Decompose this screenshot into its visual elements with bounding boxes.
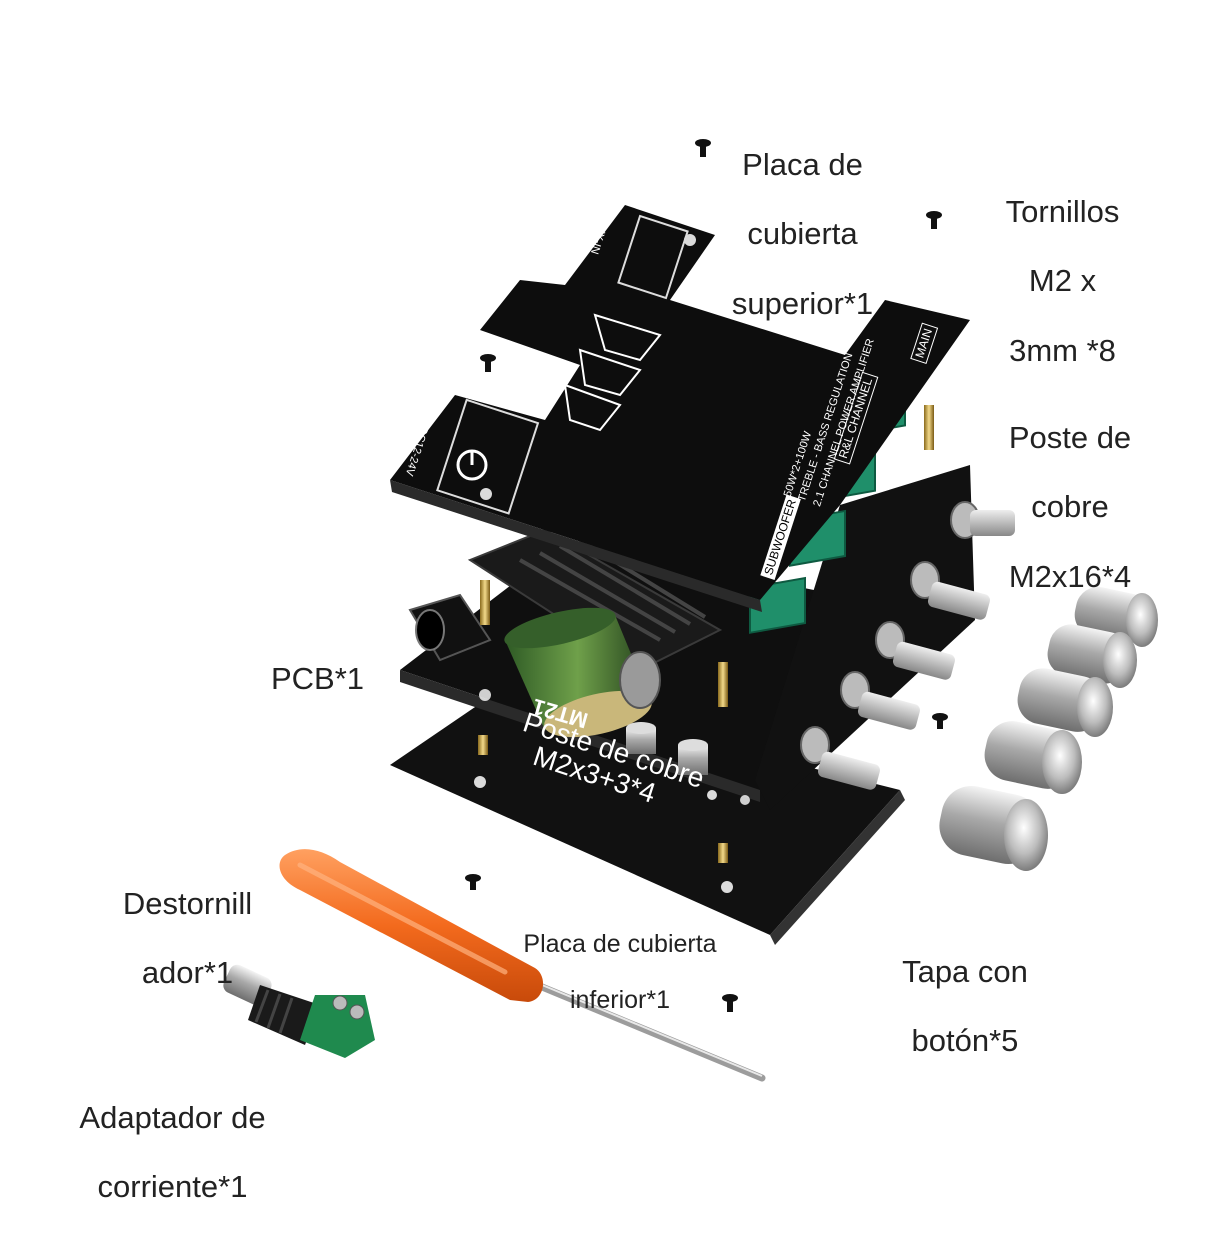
- knob-cap-4: [984, 721, 1082, 794]
- screw-6: [722, 994, 738, 1012]
- label-copper-post-long-line2: cobre: [1031, 489, 1109, 525]
- label-pcb: PCB*1: [260, 627, 375, 731]
- power-adapter: [223, 964, 375, 1058]
- label-copper-post-long-line1: Poste de: [1008, 419, 1132, 455]
- bottom-cover-plate: [390, 690, 905, 945]
- pot-shaft-1: [950, 501, 1015, 539]
- screw-2: [926, 211, 942, 229]
- label-screwdriver-line2: ador*1: [141, 955, 234, 991]
- label-top-cover-line3: superior*1: [731, 285, 874, 321]
- label-copper-post-long: Poste de cobre M2x16*4: [995, 386, 1145, 629]
- label-copper-post-long-line3: M2x16*4: [1008, 558, 1132, 594]
- label-power-adapter: Adaptador de corriente*1: [60, 1066, 285, 1240]
- copper-post-short-1: [478, 735, 488, 755]
- knob-cap-5: [939, 785, 1048, 871]
- top-cover-plate: [390, 205, 970, 612]
- label-bottom-cover: Placa de cubierta inferior*1: [505, 902, 735, 1042]
- screw-1: [695, 139, 711, 157]
- screw-3: [480, 354, 496, 372]
- small-capacitor-2: [678, 739, 708, 775]
- small-capacitor-1: [626, 722, 656, 754]
- label-screws-line1: Tornillos: [1005, 193, 1120, 229]
- label-power-adapter-line2: corriente*1: [97, 1169, 248, 1205]
- pot-shaft-5: [800, 726, 880, 790]
- label-screwdriver-line1: Destornill: [122, 885, 253, 921]
- label-top-cover-line1: Placa de: [742, 146, 863, 182]
- label-pcb-line1: PCB*1: [270, 660, 365, 696]
- knob-caps: [939, 586, 1158, 871]
- label-knob-cap: Tapa con botón*5: [885, 920, 1045, 1094]
- label-power-adapter-line1: Adaptador de: [79, 1099, 266, 1135]
- label-screwdriver: Destornill ador*1: [105, 852, 270, 1026]
- pot-shaft-2: [910, 561, 990, 620]
- knob-cap-2: [1047, 624, 1137, 688]
- label-top-cover-line2: cubierta: [747, 216, 858, 252]
- copper-post-short-2: [718, 843, 728, 863]
- copper-post-long-1: [480, 580, 490, 625]
- label-bottom-cover-line1: Placa de cubierta: [523, 930, 717, 958]
- copper-post-long-3: [924, 405, 934, 450]
- copper-post-long-2: [718, 662, 728, 707]
- label-screws: Tornillos M2 x 3mm *8: [985, 160, 1140, 403]
- knob-cap-3: [1017, 668, 1113, 737]
- label-knob-cap-line2: botón*5: [911, 1023, 1019, 1059]
- capacitor: [504, 607, 661, 738]
- pot-shaft-4: [840, 671, 920, 730]
- screw-4: [932, 713, 948, 729]
- label-top-cover: Placa de cubierta superior*1: [715, 113, 890, 356]
- dc-jack: [408, 593, 492, 662]
- label-screws-line3: 3mm *8: [1009, 332, 1116, 368]
- heatsink: [467, 528, 723, 672]
- label-knob-cap-line1: Tapa con: [902, 953, 1028, 989]
- screw-5: [465, 874, 481, 890]
- screws: [465, 139, 948, 1012]
- label-screws-line2: M2 x: [1028, 263, 1097, 299]
- label-bottom-cover-line2: inferior*1: [569, 986, 671, 1014]
- pot-shafts: [800, 501, 1015, 790]
- screwdriver: [279, 849, 766, 1082]
- pot-shaft-3: [875, 621, 955, 680]
